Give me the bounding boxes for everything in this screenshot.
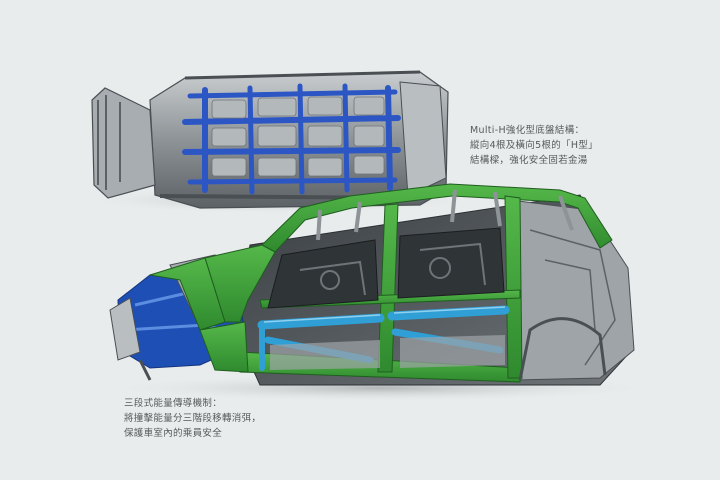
front-bumper-beam: [109, 297, 141, 361]
energy-caption-line3: 保護車室內的乘員安全: [124, 428, 223, 439]
chassis-caption: Multi-H強化型底盤結構： 縱向4根及橫向5根的「H型」 結構樑，強化安全固…: [470, 123, 598, 168]
chassis-rear-section: [399, 81, 447, 197]
roof-bows: [316, 189, 574, 241]
chassis-h-beams: [182, 83, 401, 195]
chassis-front-subframe: [91, 87, 156, 199]
chassis-floor-panels: [211, 96, 385, 177]
chassis-caption-line2: 縱向4根及橫向5根的「H型」: [470, 140, 598, 151]
chassis-caption-line3: 結構樑，強化安全固若金湯: [470, 155, 588, 166]
energy-caption-line2: 將撞擊能量分三階段移轉消弭，: [124, 413, 262, 424]
energy-caption: 三段式能量傳導機制： 將撞擊能量分三階段移轉消弭， 保護車室內的乘員安全: [124, 396, 261, 441]
car-body-frame: [100, 183, 660, 402]
chassis-frame: [80, 70, 480, 214]
energy-caption-line1: 三段式能量傳導機制：: [124, 398, 223, 409]
chassis-caption-line1: Multi-H強化型底盤結構：: [470, 125, 585, 136]
rear-wheel-arch: [518, 317, 607, 381]
